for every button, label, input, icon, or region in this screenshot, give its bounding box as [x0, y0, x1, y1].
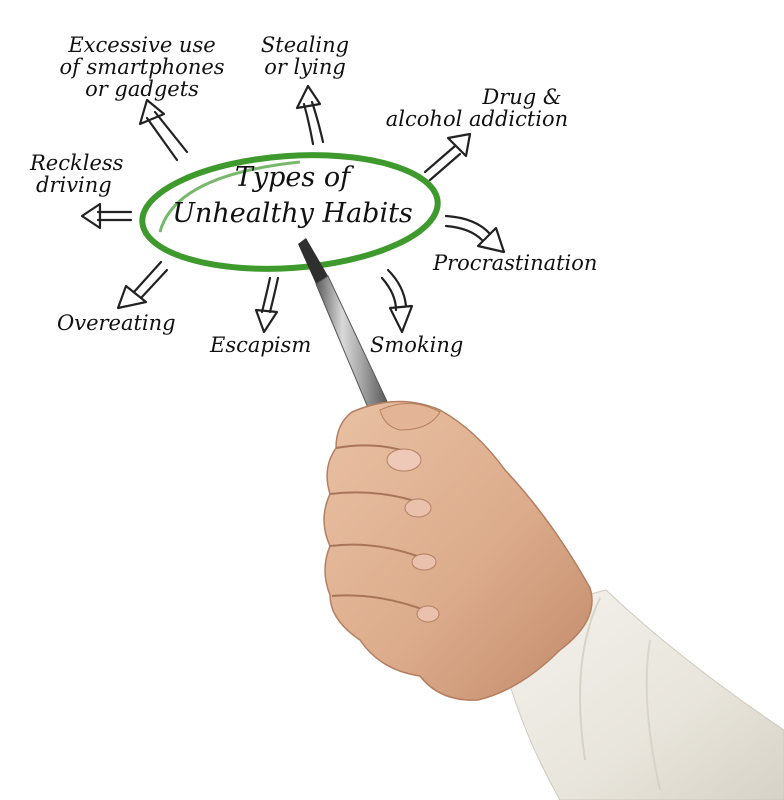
- center-ellipse: [139, 152, 441, 272]
- label-procrastination: Procrastination: [433, 251, 598, 275]
- label-smoking: Smoking: [370, 333, 464, 357]
- center-title-line-1: Types of: [234, 162, 351, 193]
- label-drug-line-1: Drug &: [482, 85, 562, 109]
- arrow-to-excessive-use: [138, 98, 189, 162]
- label-excessive-use-line-3: or gadgets: [85, 77, 199, 101]
- label-reckless-line-1: Reckless: [30, 151, 124, 175]
- label-drug-line-2: alcohol addiction: [385, 107, 569, 131]
- arrow-to-reckless: [80, 202, 133, 230]
- label-excessive-use-line-1: Excessive use: [68, 33, 216, 57]
- arrow-to-procrastination: [444, 214, 506, 254]
- arrow-to-escapism: [254, 276, 280, 334]
- center-title: Types of Unhealthy Habits: [150, 160, 435, 232]
- arrow-to-smoking: [380, 268, 414, 334]
- label-excessive-use: Excessive use of smartphones or gadgets: [52, 34, 232, 100]
- arrow-to-stealing: [295, 84, 325, 146]
- label-stealing-line-1: Stealing: [260, 33, 350, 57]
- arrow-to-drug: [423, 132, 472, 182]
- label-excessive-use-line-2: of smartphones: [59, 55, 225, 79]
- label-stealing: Stealing or lying: [250, 34, 360, 78]
- arrow-to-overeating: [116, 260, 169, 310]
- label-overeating: Overeating: [57, 311, 176, 335]
- label-escapism: Escapism: [210, 333, 312, 357]
- label-stealing-line-2: or lying: [264, 55, 346, 79]
- center-title-line-2: Unhealthy Habits: [172, 198, 413, 229]
- label-reckless-driving: Reckless driving: [30, 152, 123, 196]
- label-reckless-line-2: driving: [36, 173, 112, 197]
- hand: [323, 400, 593, 701]
- label-drug-alcohol: Drug & alcohol addiction: [372, 86, 582, 130]
